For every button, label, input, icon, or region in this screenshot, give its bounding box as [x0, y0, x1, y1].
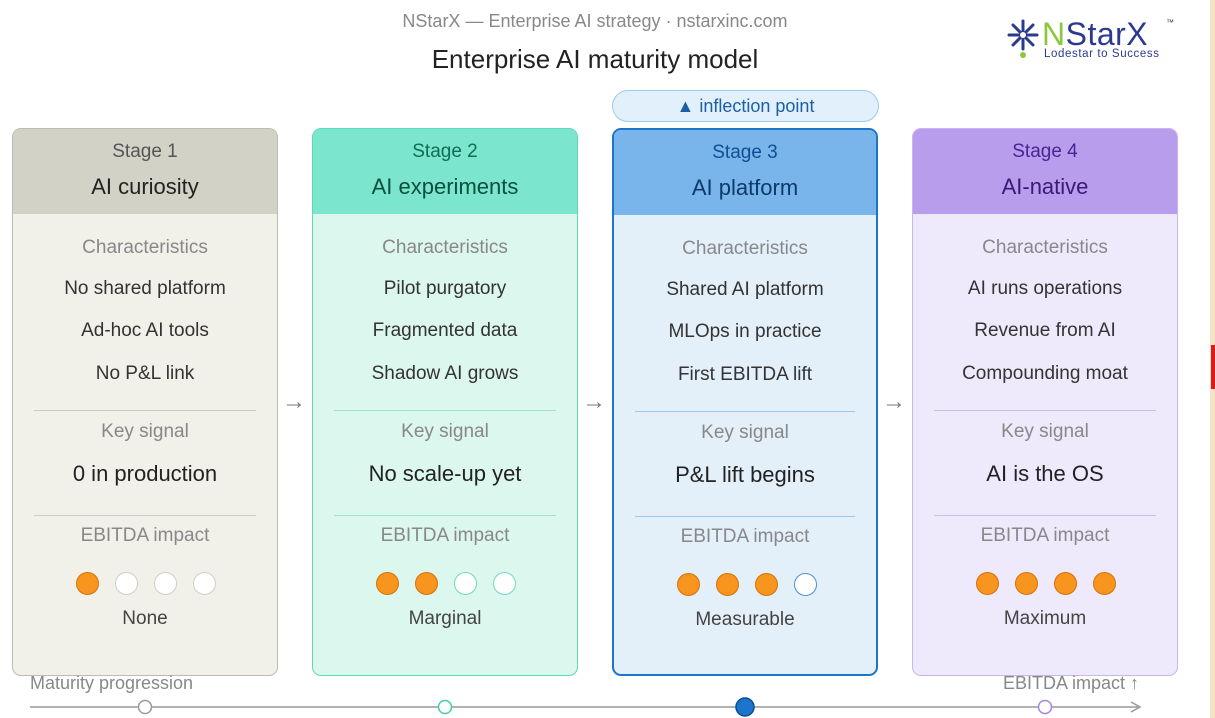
progression-arrow: →: [282, 388, 306, 415]
rating-dot-filled: [1054, 572, 1077, 595]
stage-header: Stage 3 AI platform: [614, 130, 876, 215]
characteristic-item: No shared platform: [64, 278, 226, 299]
rating-dot-filled: [716, 573, 739, 596]
rating-dot-empty: [193, 572, 216, 595]
key-signal-value: P&L lift begins: [675, 462, 815, 487]
rating-dot-empty: [454, 572, 477, 595]
rating-dot-filled: [415, 572, 438, 595]
stage-number: Stage 3: [712, 142, 778, 163]
maturity-progression-label: Maturity progression: [30, 673, 194, 693]
stage-number: Stage 1: [112, 141, 178, 162]
logo-dot: [1020, 52, 1026, 58]
rating-dot-filled: [677, 573, 700, 596]
rating-dot-filled: [755, 573, 778, 596]
characteristic-item: Shared AI platform: [666, 279, 824, 300]
section-divider: [934, 515, 1156, 516]
characteristics-label: Characteristics: [382, 237, 508, 258]
rating-dot-filled: [76, 572, 99, 595]
ebitda-impact-value: Measurable: [695, 609, 795, 630]
key-signal-label: Key signal: [401, 421, 489, 442]
stage-header: Stage 1 AI curiosity: [13, 129, 277, 214]
characteristic-item: Revenue from AI: [974, 320, 1116, 341]
characteristics-label: Characteristics: [82, 237, 208, 258]
characteristics-label: Characteristics: [682, 238, 808, 259]
rating-dot-empty: [794, 573, 817, 596]
characteristic-item: Shadow AI grows: [371, 363, 519, 384]
section-divider: [635, 516, 855, 517]
characteristics-label: Characteristics: [982, 237, 1108, 258]
rating-dot-filled: [976, 572, 999, 595]
key-signal-value: No scale-up yet: [368, 461, 522, 486]
logo-tagline: Lodestar to Success: [1044, 48, 1160, 60]
ebitda-rating: [976, 572, 1116, 596]
axis-marker-stage-4: [1037, 699, 1053, 715]
rating-dot-filled: [1015, 572, 1038, 595]
characteristic-item: AI runs operations: [967, 278, 1123, 299]
stage-number: Stage 4: [1012, 141, 1078, 162]
ebitda-impact-label: EBITDA impact: [380, 525, 510, 546]
characteristic-item: Ad-hoc AI tools: [81, 320, 209, 341]
ebitda-impact-label: EBITDA impact: [80, 525, 210, 546]
ebitda-impact-label: EBITDA impact: [680, 526, 810, 547]
rating-dot-empty: [493, 572, 516, 595]
characteristic-item: No P&L link: [95, 363, 195, 384]
key-signal-value: 0 in production: [72, 461, 218, 486]
section-divider: [334, 515, 556, 516]
section-divider: [934, 410, 1156, 411]
logo-wordmark: NStarX: [1042, 16, 1149, 52]
ebitda-rating: [376, 572, 516, 596]
nstarx-logo: NStarX ™ Lodestar to Success: [1006, 16, 1186, 64]
section-divider: [34, 515, 256, 516]
stage-number: Stage 2: [412, 141, 478, 162]
axis-marker-stage-2: [437, 699, 453, 715]
page-title: Enterprise AI maturity model: [431, 44, 759, 74]
axis-marker-stage-1: [137, 699, 153, 715]
key-signal-value: AI is the OS: [986, 461, 1104, 486]
section-divider: [34, 410, 256, 411]
rating-dot-filled: [376, 572, 399, 595]
inflection-point-badge: ▲ inflection point: [612, 90, 879, 122]
key-signal-label: Key signal: [701, 422, 789, 443]
characteristic-item: Pilot purgatory: [383, 278, 507, 299]
characteristic-item: MLOps in practice: [668, 321, 822, 342]
rating-dot-empty: [115, 572, 138, 595]
stage-name: AI-native: [1001, 174, 1089, 199]
characteristic-item: Compounding moat: [962, 363, 1128, 384]
key-signal-label: Key signal: [1001, 421, 1089, 442]
stage-name: AI curiosity: [91, 174, 199, 199]
ebitda-impact-value: Marginal: [408, 608, 482, 629]
ebitda-impact-value: None: [122, 608, 168, 629]
star-icon: [1007, 19, 1039, 51]
logo-trademark: ™: [1166, 18, 1174, 27]
ebitda-impact-axis-label: EBITDA impact ↑: [1003, 673, 1140, 693]
axis-marker-stage-3: [735, 697, 755, 717]
scroll-marker: [1211, 345, 1215, 389]
axis-arrowhead: [1130, 701, 1142, 713]
rating-dot-empty: [154, 572, 177, 595]
rating-dot-filled: [1093, 572, 1116, 595]
characteristic-item: First EBITDA lift: [677, 364, 813, 385]
stage-name: AI platform: [691, 175, 799, 200]
stage-header: Stage 4 AI-native: [913, 129, 1177, 214]
page-subtitle: NStarX — Enterprise AI strategy · nstarx…: [402, 11, 788, 31]
stage-name: AI experiments: [371, 174, 519, 199]
progression-arrow: →: [582, 388, 606, 415]
section-divider: [334, 410, 556, 411]
ebitda-impact-label: EBITDA impact: [980, 525, 1110, 546]
progression-arrow: →: [882, 388, 906, 415]
ebitda-rating: [677, 573, 817, 597]
key-signal-label: Key signal: [101, 421, 189, 442]
section-divider: [635, 411, 855, 412]
ebitda-rating: [76, 572, 216, 596]
ebitda-impact-value: Maximum: [1003, 608, 1087, 629]
characteristic-item: Fragmented data: [372, 320, 518, 341]
stage-header: Stage 2 AI experiments: [313, 129, 577, 214]
